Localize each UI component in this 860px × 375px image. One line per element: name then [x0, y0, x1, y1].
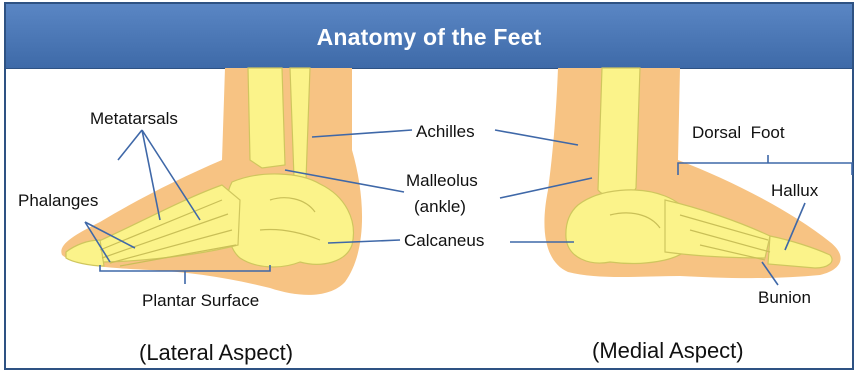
label-ankle: (ankle) [414, 197, 466, 216]
lateral-tibia [248, 68, 285, 168]
label-achilles: Achilles [416, 122, 475, 141]
caption-lateral-aspect: (Lateral Aspect) [139, 340, 293, 365]
label-bunion: Bunion [758, 288, 811, 307]
label-metatarsals: Metatarsals [90, 109, 178, 128]
lateral-fibula [290, 68, 310, 180]
label-plantar-surface: Plantar Surface [142, 291, 259, 310]
label-hallux: Hallux [771, 181, 819, 200]
medial-tibia [598, 68, 640, 197]
label-dorsal-foot: Dorsal Foot [692, 123, 785, 142]
label-malleolus: Malleolus [406, 171, 478, 190]
lateral-foot-illustration [61, 68, 362, 295]
label-calcaneus: Calcaneus [404, 231, 484, 250]
medial-foot-illustration [544, 68, 840, 278]
label-phalanges: Phalanges [18, 191, 98, 210]
caption-medial-aspect: (Medial Aspect) [592, 338, 744, 363]
